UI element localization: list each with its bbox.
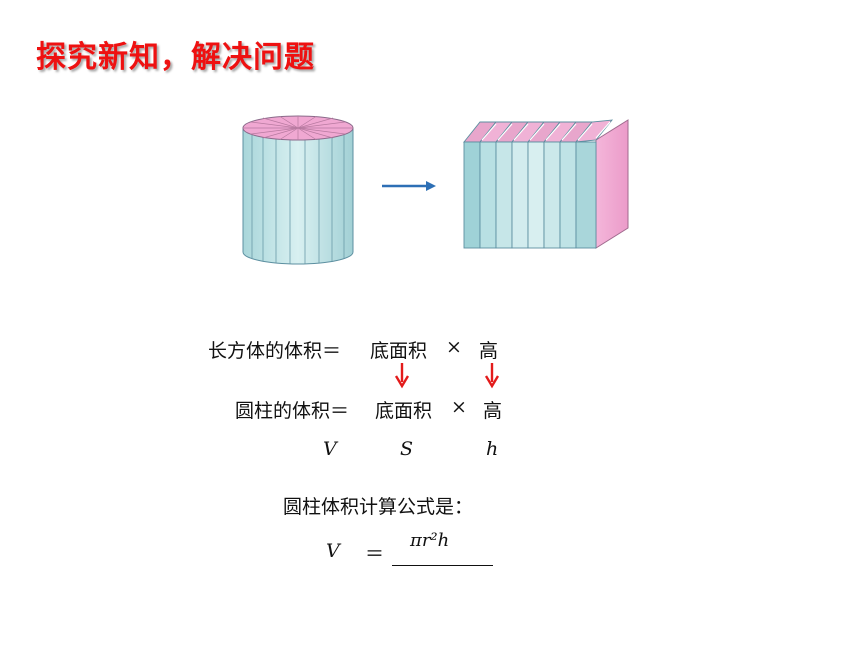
answer-equals-sign: ＝ xyxy=(365,543,385,565)
cuboid-times-sign: × xyxy=(446,336,462,358)
cylinder-height: 高 xyxy=(483,400,503,422)
symbol-base: S xyxy=(400,438,414,460)
page-title: 探究新知，解决问题 xyxy=(36,40,315,75)
cylinder-image xyxy=(242,115,354,265)
answer-formula: πr²h xyxy=(410,530,450,551)
cuboid-image xyxy=(463,119,629,249)
symbol-volume: V xyxy=(323,438,337,460)
down-arrow-icon xyxy=(484,363,500,389)
answer-blank-line xyxy=(392,565,493,566)
cuboid-height: 高 xyxy=(479,340,499,362)
formula-conclusion-label: 圆柱体积计算公式是： xyxy=(283,496,474,518)
cylinder-times-sign: × xyxy=(451,396,467,418)
transform-arrow-icon xyxy=(382,181,436,191)
cylinder-volume-label: 圆柱的体积＝ xyxy=(235,400,350,422)
down-arrow-icon xyxy=(394,363,410,389)
cylinder-base-area: 底面积 xyxy=(375,400,433,422)
cuboid-base-area: 底面积 xyxy=(370,340,428,362)
answer-volume-symbol: V xyxy=(326,540,340,562)
cuboid-volume-label: 长方体的体积＝ xyxy=(208,340,342,362)
cylinder-to-cuboid-figure xyxy=(242,115,629,265)
symbol-height: h xyxy=(486,438,499,460)
